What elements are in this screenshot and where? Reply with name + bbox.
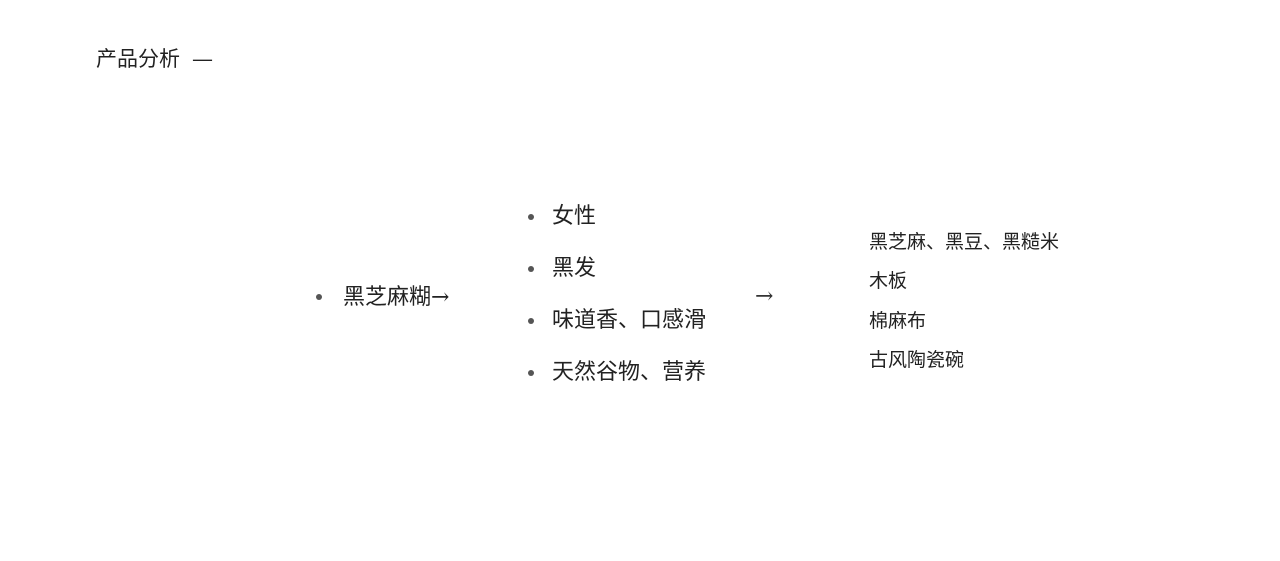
bullet-icon [528, 266, 534, 272]
list-item: 黑发 [552, 256, 597, 281]
source-product-label: 黑芝麻糊 [343, 285, 432, 310]
page-title: 产品分析 — [96, 44, 213, 74]
bullet-icon [528, 318, 534, 324]
list-item: 天然谷物、营养 [552, 360, 707, 385]
source-product: 黑芝麻糊→ [343, 283, 449, 313]
list-item: 棉麻布 [869, 310, 927, 332]
arrow-icon: → [431, 285, 450, 310]
list-item: 黑芝麻、黑豆、黑糙米 [869, 231, 1060, 253]
title-dash: — [192, 47, 213, 71]
arrow-icon: → [755, 284, 774, 309]
list-item: 味道香、口感滑 [552, 308, 707, 333]
list-item: 女性 [552, 204, 597, 229]
list-item: 古风陶瓷碗 [869, 349, 965, 371]
bullet-icon [316, 294, 322, 300]
list-item: 木板 [869, 270, 908, 292]
bullet-icon [528, 214, 534, 220]
page-title-text: 产品分析 [96, 47, 180, 71]
bullet-icon [528, 370, 534, 376]
